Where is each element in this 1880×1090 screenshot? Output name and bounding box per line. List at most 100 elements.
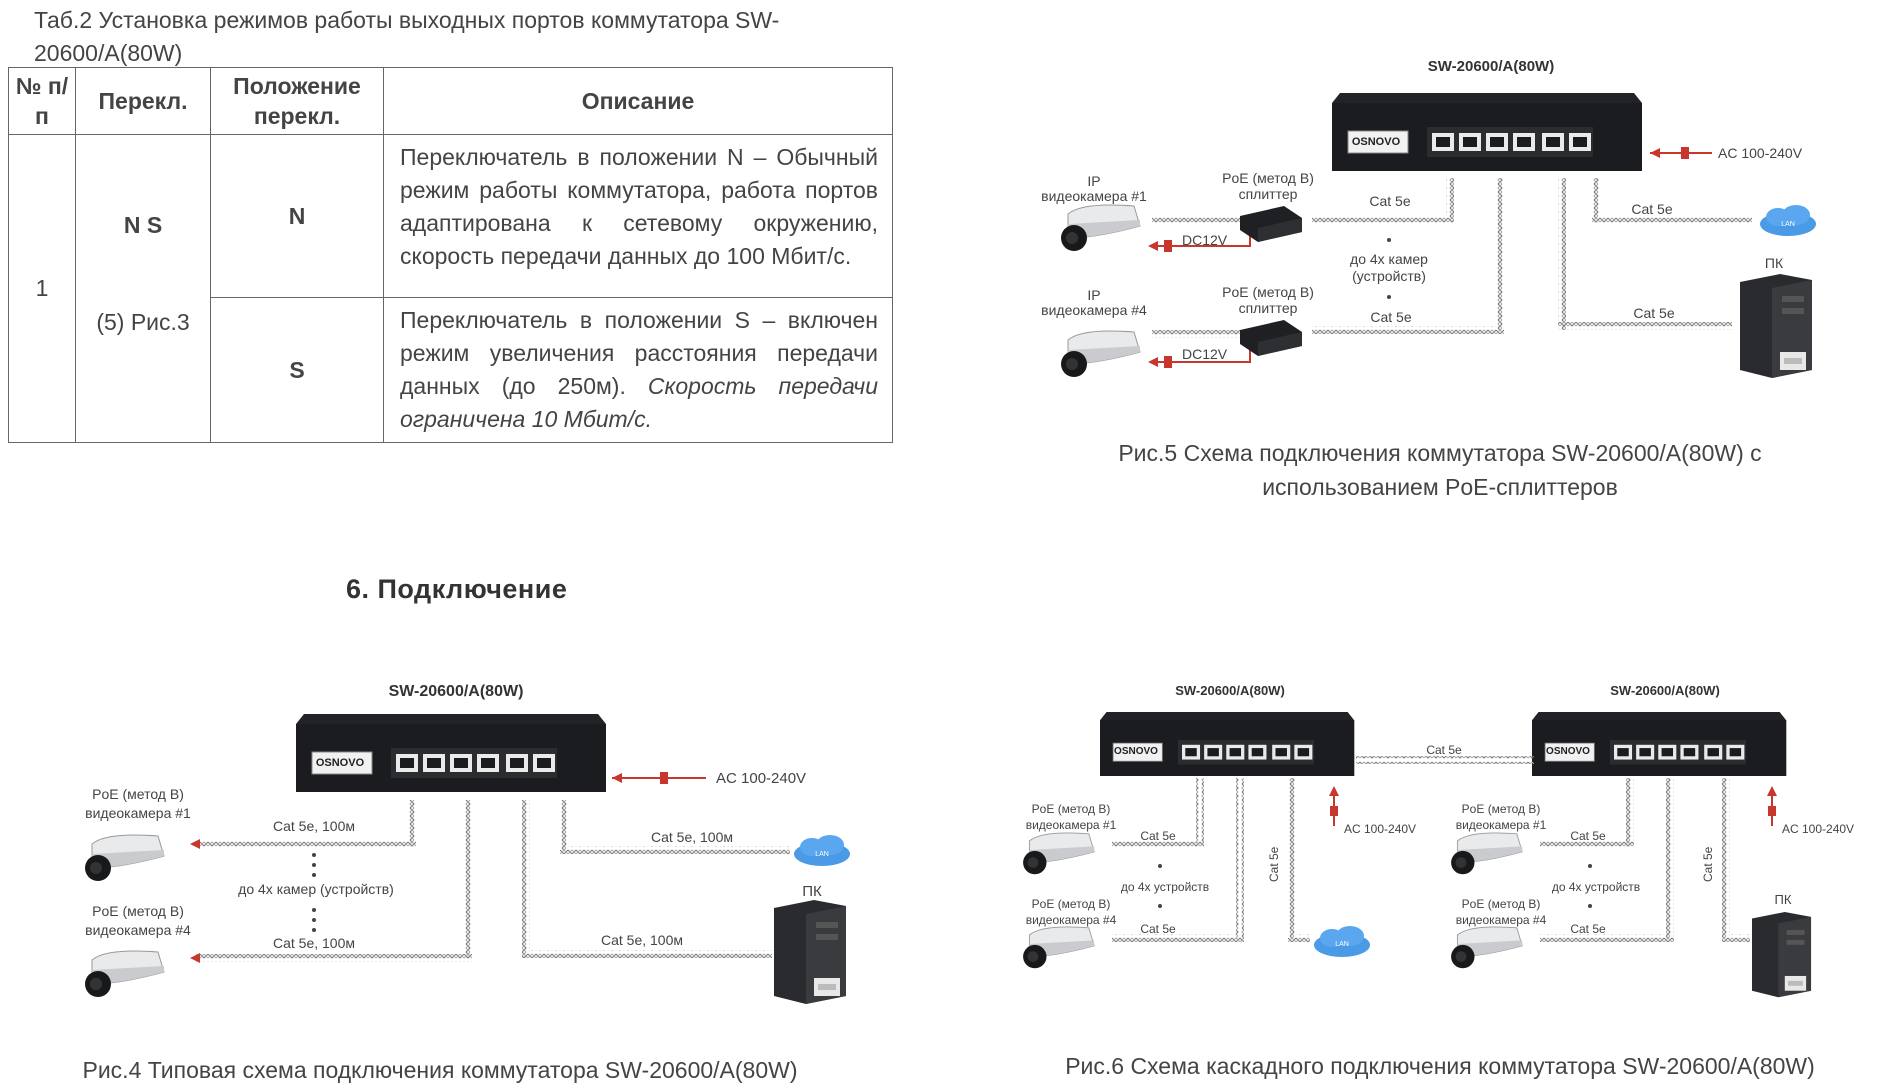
header-switch: Перекл. xyxy=(75,67,211,135)
fig5-cable-pc: Cat 5e xyxy=(1633,305,1674,321)
section-heading: 6. Подключение xyxy=(346,574,568,604)
fig4-pc xyxy=(774,900,846,1004)
fig6-count-2: до 4х устройств xyxy=(1552,880,1640,894)
fig6-cam4-label-a: PoE (метод B) xyxy=(1032,897,1111,911)
fig6-switch-1 xyxy=(1099,711,1355,777)
fig4-camera-1 xyxy=(84,834,165,882)
fig6-brand-2: OSNOVO xyxy=(1546,746,1590,757)
fig5-cable-lan: Cat 5e xyxy=(1631,201,1672,217)
fig5-caption: Рис.5 Схема подключения коммутатора SW-2… xyxy=(1060,436,1820,504)
fig6-cam1-label-b: видеокамера #1 xyxy=(1026,818,1117,832)
fig4-cable-lan: Cat 5e, 100м xyxy=(651,829,733,845)
header-num: № п/п xyxy=(8,67,76,135)
modes-table: № п/п Перекл. Положение перекл. Описание… xyxy=(8,67,893,443)
fig6-cable-4b: Cat 5e xyxy=(1570,922,1606,936)
table-row: 1 N S (5) Рис.3 N Переключатель в положе… xyxy=(8,134,893,443)
fig5-caption-line1: Рис.5 Схема подключения коммутатора SW-2… xyxy=(1118,440,1762,466)
fig6-camera-4b xyxy=(1450,926,1523,969)
description-italic: Скорость передачи ограничена 10 Мбит/с. xyxy=(400,373,878,432)
switch-ref: (5) Рис.3 xyxy=(96,308,190,335)
fig6-pc-label: ПК xyxy=(1775,892,1792,907)
fig6-caption: Рис.6 Схема каскадного подключения комму… xyxy=(1065,1053,1815,1079)
fig5-cable-4: Cat 5e xyxy=(1370,309,1411,325)
fig6-cable-4: Cat 5e xyxy=(1140,922,1176,936)
fig5-camera-4 xyxy=(1060,330,1141,378)
fig5-caption-line2: использованием PoE-сплиттеров xyxy=(1262,474,1618,500)
fig5-splitter-label-4b: сплиттер xyxy=(1239,300,1298,316)
fig6-cam4b-label-b: видеокамера #4 xyxy=(1456,913,1547,927)
fig4-cable-1: Cat 5e, 100м xyxy=(273,818,355,834)
fig5-count-b: (устройств) xyxy=(1352,268,1426,284)
fig6-cam4b-label-a: PoE (метод B) xyxy=(1462,897,1541,911)
fig5-splitter-label-1a: PoE (метод B) xyxy=(1222,170,1314,186)
fig5-switch-title: SW-20600/A(80W) xyxy=(1428,58,1554,75)
fig6-power-2: AC 100-240V xyxy=(1782,822,1854,836)
fig5-pc xyxy=(1740,274,1812,378)
fig4-cable-4: Cat 5e, 100м xyxy=(273,935,355,951)
fig6-switch-title-2: SW-20600/A(80W) xyxy=(1610,683,1720,698)
fig5-camera-1 xyxy=(1060,204,1141,252)
description-text: Переключатель в положении N – Обычный ре… xyxy=(400,144,878,269)
position-cell: N xyxy=(210,134,384,298)
fig6-vertical-cable-1: Cat 5e xyxy=(1267,846,1281,882)
description-text: Переключатель в положении S – включен ре… xyxy=(400,307,878,399)
fig6-switch-title-1: SW-20600/A(80W) xyxy=(1175,683,1285,698)
fig5-dc-4: DC12V xyxy=(1182,346,1228,362)
row-number: 1 xyxy=(8,134,76,443)
description-cell: Переключатель в положении S – включен ре… xyxy=(383,297,893,443)
fig6-cable-1b: Cat 5e xyxy=(1570,829,1606,843)
fig4-brand: OSNOVO xyxy=(316,757,365,769)
fig4-cam4-label-b: видеокамера #4 xyxy=(85,922,191,938)
fig4-cable-pc: Cat 5e, 100м xyxy=(601,932,683,948)
fig4-switch-title: SW-20600/A(80W) xyxy=(389,683,524,700)
fig4-power: AC 100-240V xyxy=(716,770,806,787)
fig5-dc-1: DC12V xyxy=(1182,232,1228,248)
description-cell: Переключатель в положении N – Обычный ре… xyxy=(383,134,893,298)
fig5-pc-label: ПК xyxy=(1765,255,1784,271)
fig5-brand: OSNOVO xyxy=(1352,136,1401,148)
fig6-cam4-label-b: видеокамера #4 xyxy=(1026,913,1117,927)
fig5-cable-1: Cat 5e xyxy=(1369,193,1410,209)
fig6-power-1: AC 100-240V xyxy=(1344,822,1416,836)
fig4-switch xyxy=(295,713,607,793)
fig6-camera-4 xyxy=(1022,926,1095,969)
switch-cell: N S (5) Рис.3 xyxy=(75,134,211,443)
fig5-lan-label: LAN xyxy=(1781,221,1795,228)
fig4-lan-label: LAN xyxy=(815,851,829,858)
fig4-cam1-label-b: видеокамера #1 xyxy=(85,805,191,821)
fig6-brand-1: OSNOVO xyxy=(1114,746,1158,757)
fig5-cam1-label-b: видеокамера #1 xyxy=(1041,188,1147,204)
fig6-lan-label: LAN xyxy=(1335,941,1349,948)
fig5-splitter-label-1b: сплиттер xyxy=(1239,186,1298,202)
fig4-caption: Рис.4 Типовая схема подключения коммутат… xyxy=(82,1057,798,1083)
fig5-switch xyxy=(1331,92,1643,172)
fig6-cam1b-label-a: PoE (метод B) xyxy=(1462,802,1541,816)
table-row: S Переключатель в положении S – включен … xyxy=(9,297,893,443)
fig4-cam4-label-a: PoE (метод B) xyxy=(92,903,184,919)
fig6-vertical-cable-2: Cat 5e xyxy=(1701,846,1715,882)
fig6-camera-1b xyxy=(1450,832,1523,875)
fig6-camera-1 xyxy=(1022,832,1095,875)
position-cell: S xyxy=(210,297,384,443)
table-caption: Таб.2 Установка режимов работы выходных … xyxy=(34,7,780,66)
fig6-pc xyxy=(1752,912,1812,998)
fig6-cascade-cable: Cat 5e xyxy=(1426,743,1462,757)
fig5-count-a: до 4х камер xyxy=(1350,251,1428,267)
fig4-count: до 4х камер (устройств) xyxy=(238,881,394,897)
fig5-cam1-label-a: IP xyxy=(1087,173,1100,189)
fig6-switch-2 xyxy=(1531,711,1787,777)
fig6-cam1b-label-b: видеокамера #1 xyxy=(1456,818,1547,832)
fig5-cam4-label-a: IP xyxy=(1087,287,1100,303)
fig4-cam1-label-a: PoE (метод B) xyxy=(92,786,184,802)
fig4-camera-4 xyxy=(84,950,165,998)
fig5-power: AC 100-240V xyxy=(1718,145,1803,161)
switch-label: N S xyxy=(123,211,163,238)
fig5-splitter-label-4a: PoE (метод B) xyxy=(1222,284,1314,300)
fig6-cam1-label-a: PoE (метод B) xyxy=(1032,802,1111,816)
fig5-cam4-label-b: видеокамера #4 xyxy=(1041,302,1147,318)
table-header-row: № п/п Перекл. Положение перекл. Описание xyxy=(8,67,893,135)
fig6-count-1: до 4х устройств xyxy=(1121,880,1209,894)
fig4-pc-label: ПК xyxy=(802,883,822,900)
fig6-cable-1: Cat 5e xyxy=(1140,829,1176,843)
